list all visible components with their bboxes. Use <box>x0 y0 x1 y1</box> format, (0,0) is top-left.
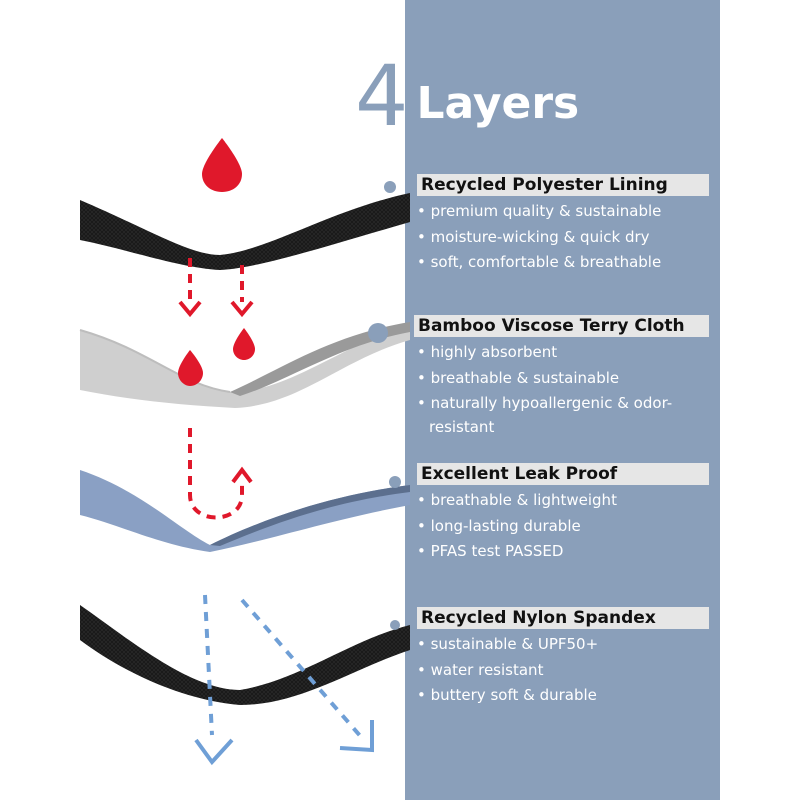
connector-dot <box>389 476 401 488</box>
dashed-arrow-down-icon <box>178 258 202 318</box>
bullet: • highly absorbent <box>417 343 558 361</box>
layer-title-nylon: Recycled Nylon Spandex <box>417 607 709 629</box>
connector-dot <box>384 181 396 193</box>
layer-bullets-nylon: • sustainable & UPF50+ • water resistant… <box>417 632 712 709</box>
gray-terry-fabric <box>79 322 410 408</box>
bullet: • soft, comfortable & breathable <box>417 253 662 271</box>
dashed-arrow-diagonal-icon <box>194 594 234 766</box>
water-drop-icon <box>202 138 242 192</box>
bullet: • sustainable & UPF50+ <box>417 635 599 653</box>
layer-bullets-bamboo: • highly absorbent • breathable & sustai… <box>417 340 712 439</box>
bullet: • PFAS test PASSED <box>417 542 564 560</box>
water-drop-icon <box>233 328 255 360</box>
connector-dot <box>390 620 400 630</box>
connector-dot <box>368 323 388 343</box>
bullet: • buttery soft & durable <box>417 686 597 704</box>
bullet: • naturally hypoallergenic & odor-resist… <box>417 394 673 436</box>
layer-bullets-polyester: • premium quality & sustainable • moistu… <box>417 199 712 276</box>
layer-title-bamboo: Bamboo Viscose Terry Cloth <box>414 315 709 337</box>
bullet: • breathable & lightweight <box>417 491 617 509</box>
layer-title-polyester: Recycled Polyester Lining <box>417 174 709 196</box>
bullet: • premium quality & sustainable <box>417 202 662 220</box>
bullet: • water resistant <box>417 660 544 679</box>
page-title: 4 Layers <box>355 48 579 138</box>
black-fabric-top <box>80 193 410 270</box>
water-drop-icon <box>178 350 203 386</box>
layer-bullets-leakproof: • breathable & lightweight • long-lastin… <box>417 488 712 565</box>
dashed-arrow-down-icon <box>230 265 254 318</box>
black-fabric-bottom <box>80 605 410 705</box>
layer-title-leakproof: Excellent Leak Proof <box>417 463 709 485</box>
title-word: Layers <box>416 78 580 129</box>
bullet: • moisture-wicking & quick dry <box>417 227 650 246</box>
title-number: 4 <box>355 47 409 145</box>
blue-panel <box>405 0 720 800</box>
dashed-arrow-diagonal-icon <box>240 598 374 753</box>
bullet: • breathable & sustainable <box>417 368 620 387</box>
bullet: • long-lasting durable <box>417 516 581 535</box>
dashed-u-turn-arrow-icon <box>188 428 253 520</box>
blue-leakproof-fabric <box>80 470 410 552</box>
